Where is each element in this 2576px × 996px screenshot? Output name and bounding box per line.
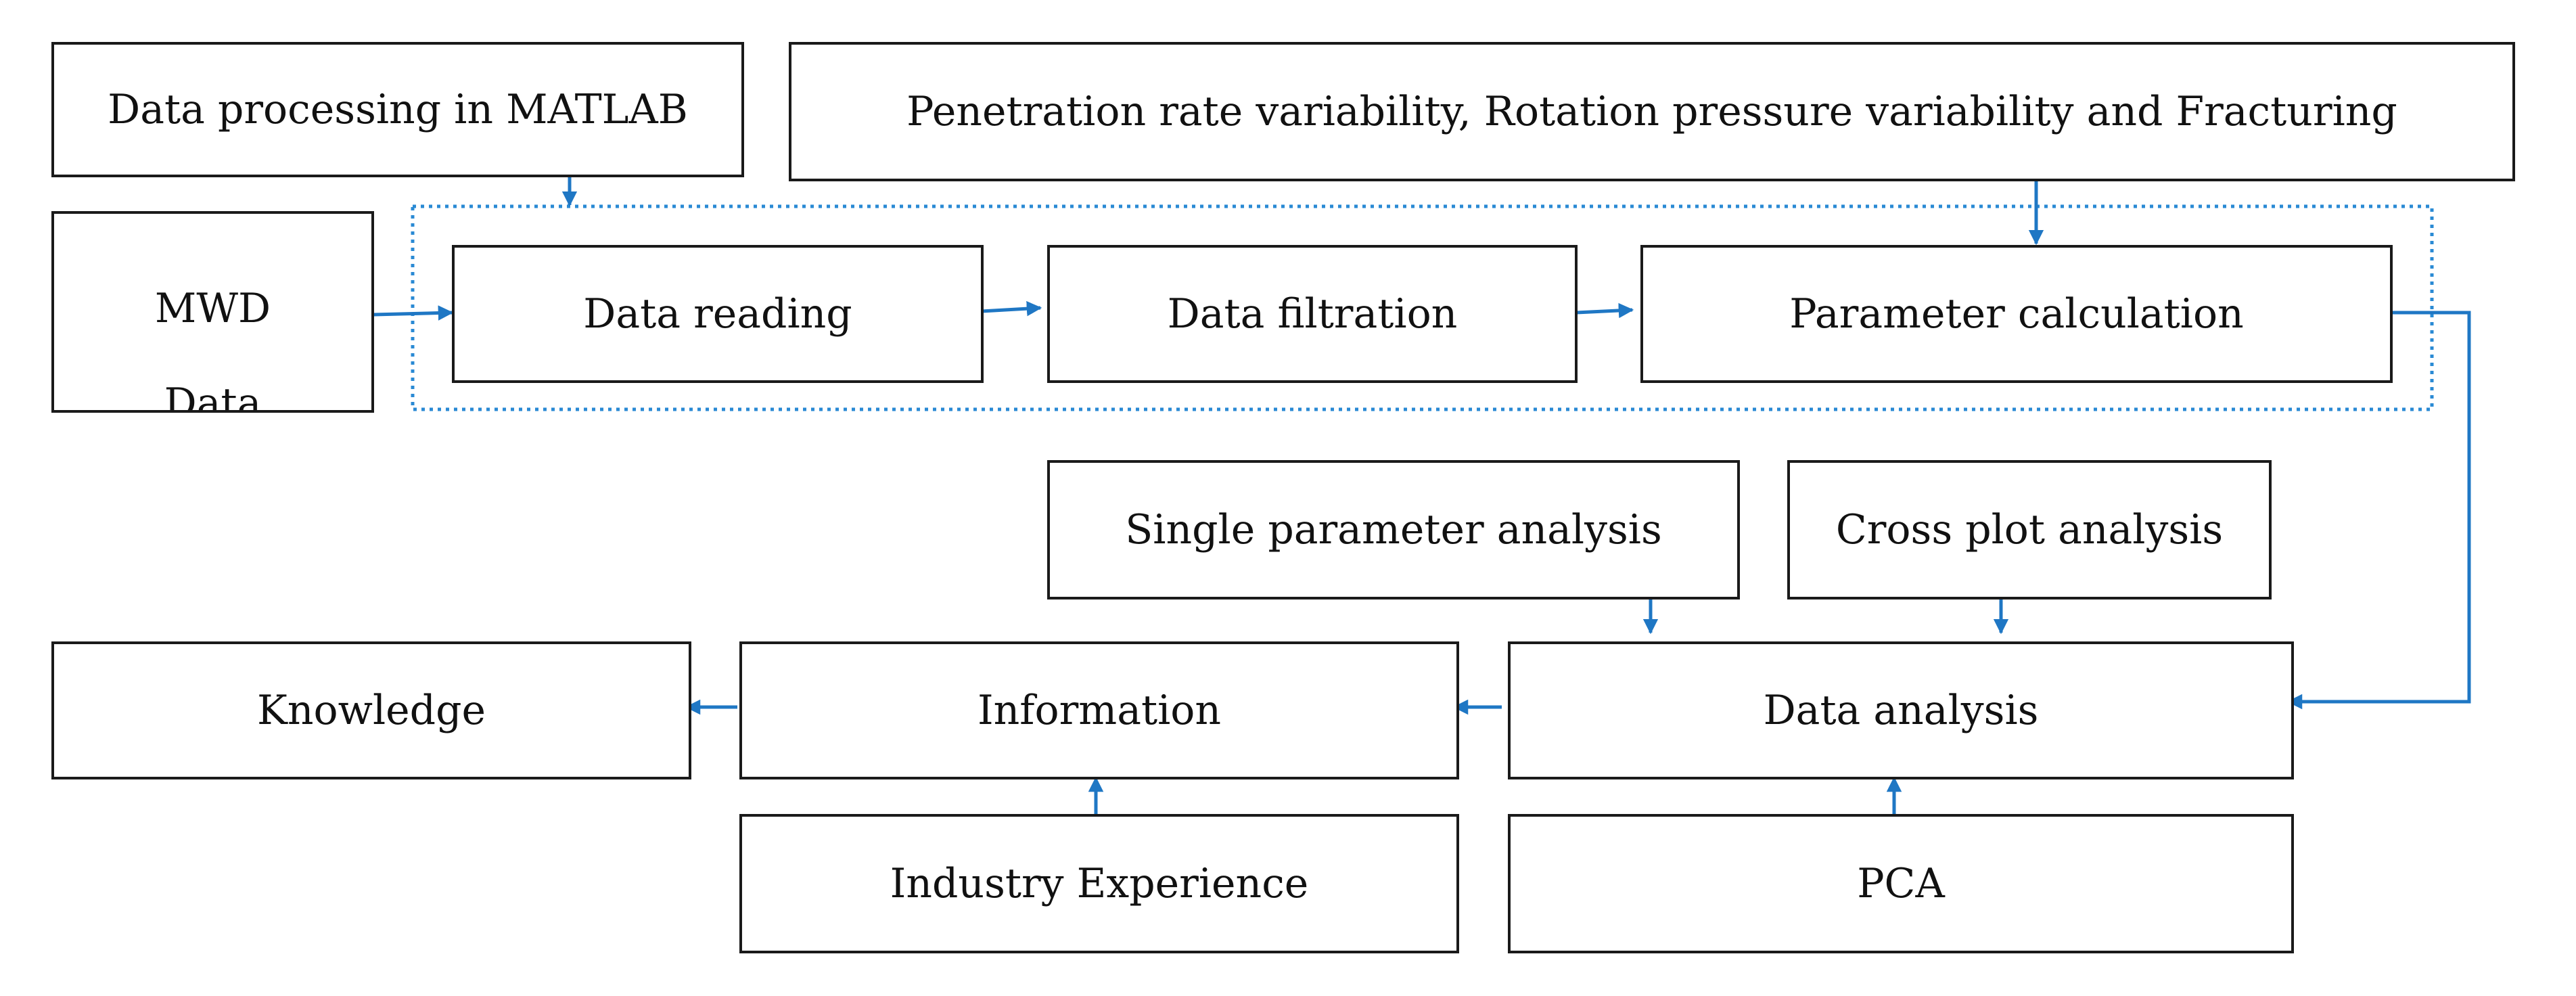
node-mwd-data: MWD Data xyxy=(51,211,374,413)
node-parameter-calculation: Parameter calculation xyxy=(1640,245,2393,383)
arrow-parameter-calculation-to-data-analysis xyxy=(2286,311,2471,710)
arrow-data-reading-to-data-filtration xyxy=(981,300,1042,317)
node-single-parameter-analysis: Single parameter analysis xyxy=(1047,460,1740,599)
arrow-mwd-to-data-reading xyxy=(373,305,454,321)
node-data-reading: Data reading xyxy=(452,245,984,383)
node-data-processing-matlab: Data processing in MATLAB xyxy=(51,42,744,177)
node-data-analysis: Data analysis xyxy=(1508,641,2294,779)
node-mwd-data-line1: MWD xyxy=(154,285,271,332)
node-data-filtration: Data filtration xyxy=(1047,245,1578,383)
processing-group-frame xyxy=(411,204,2434,411)
node-variability-and-fracturing: Penetration rate variability, Rotation p… xyxy=(789,42,2515,181)
node-industry-experience: Industry Experience xyxy=(739,814,1459,953)
node-information: Information xyxy=(739,641,1459,779)
node-pca: PCA xyxy=(1508,814,2294,953)
node-cross-plot-analysis: Cross plot analysis xyxy=(1787,460,2272,599)
node-knowledge: Knowledge xyxy=(51,641,691,779)
arrow-data-filtration-to-parameter-calculation xyxy=(1576,302,1634,319)
node-mwd-data-line2: Data xyxy=(164,380,262,413)
